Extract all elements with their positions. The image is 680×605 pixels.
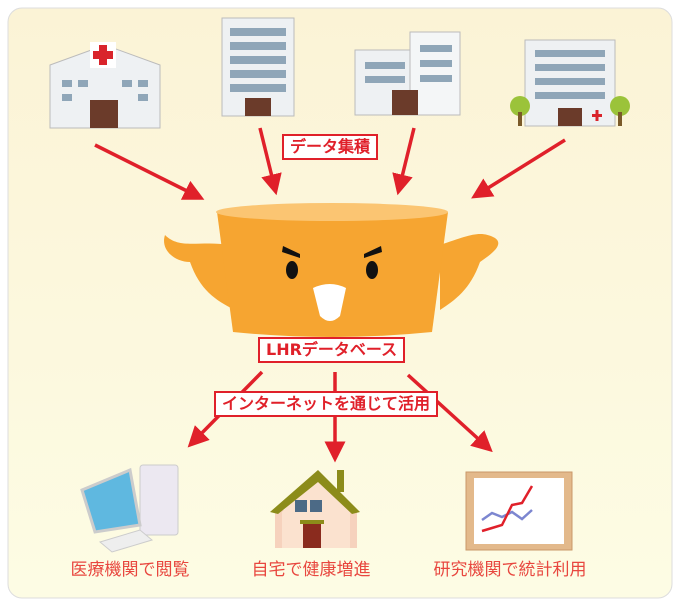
outcome-research-stats: 研究機関で統計利用 — [433, 560, 587, 580]
computer-icon — [80, 464, 179, 553]
line-chart-icon — [465, 471, 573, 551]
outcome-hospital-view: 医療機関で閲覧 — [70, 560, 190, 580]
database-mascot — [164, 203, 499, 337]
collect-arrows — [94, 127, 566, 200]
hospital-red-cross-icon — [49, 42, 161, 129]
clinic-building-icon — [510, 39, 630, 127]
tall-building-icon — [221, 17, 295, 117]
collect-label: データ集積 — [282, 134, 379, 160]
database-label: LHRデータベース — [258, 337, 406, 363]
office-building-icon — [354, 31, 461, 116]
outcome-home-health: 自宅で健康増進 — [251, 560, 371, 580]
internet-label: インターネットを通じて活用 — [214, 391, 439, 417]
house-icon — [270, 470, 360, 548]
